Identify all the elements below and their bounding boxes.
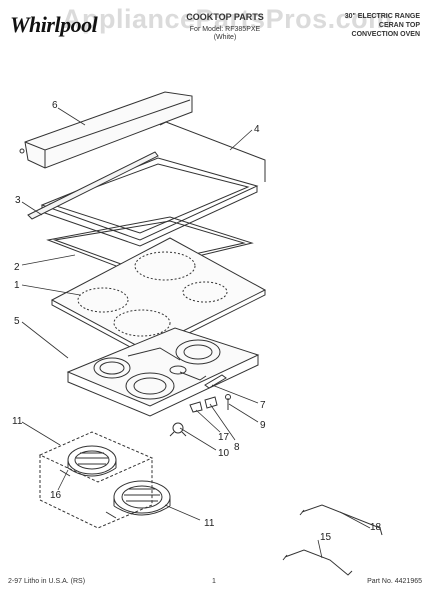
product-line-3: CONVECTION OVEN	[351, 31, 420, 38]
leader-9	[228, 403, 259, 423]
callout-11a: 11	[12, 416, 23, 427]
callout-17: 17	[218, 432, 230, 443]
part-6-rear-trim	[19, 91, 193, 169]
watermark-text: AppliancePartsPros.com	[62, 4, 393, 34]
model-info: For Model: RF385PXE (White)	[150, 26, 300, 42]
part-5-element-pan	[66, 327, 260, 417]
callout-8: 8	[234, 442, 240, 453]
leader-4	[229, 129, 253, 151]
leader-6	[57, 107, 86, 126]
footer-part-number: Part No. 4421965	[367, 578, 422, 585]
part-2-gasket	[46, 216, 254, 273]
part-15-lead-wire	[282, 549, 353, 576]
callout-16: 16	[50, 490, 62, 501]
leader-15	[317, 539, 323, 559]
leader-8	[209, 403, 236, 441]
model-line: For Model: RF385PXE	[189, 26, 261, 33]
callout-numbers: 6 4 3 2 1 5 7 9 8 17 10 11 16 11 18 15	[12, 100, 382, 543]
leader-11b	[164, 504, 201, 521]
part-7-connector	[204, 374, 227, 389]
leader-3	[21, 201, 43, 216]
leader-16	[57, 469, 69, 491]
part-11-radiant-element-small	[59, 445, 117, 477]
leader-18	[339, 511, 371, 529]
leader-5	[21, 321, 69, 359]
callout-10: 10	[218, 448, 230, 459]
leader-2	[21, 254, 76, 266]
leader-11a	[21, 421, 61, 446]
part-3-side-trim	[27, 151, 159, 220]
callout-15: 15	[320, 532, 332, 543]
part-10-sensor	[169, 422, 187, 437]
brand-logo: Whirlpool	[10, 12, 98, 37]
footer-page-number: 1	[212, 578, 216, 585]
callout-4: 4	[254, 124, 260, 135]
leader-7	[211, 384, 259, 404]
product-description: 30" ELECTRIC RANGE CERAN TOP CONVECTION …	[300, 12, 420, 39]
callout-18: 18	[370, 522, 382, 533]
callout-3: 3	[15, 195, 21, 206]
callout-9: 9	[260, 420, 266, 431]
footer-litho: 2-97 Litho in U.S.A. (RS)	[8, 578, 86, 585]
part-11-radiant-element-large	[105, 480, 171, 519]
part-18-lead-wire	[299, 504, 383, 536]
callout-1: 1	[14, 280, 20, 291]
product-line-2: CERAN TOP	[378, 22, 420, 29]
part-9-screw	[225, 394, 231, 410]
leader-lines	[21, 107, 371, 559]
leader-17	[195, 409, 221, 433]
callout-2: 2	[14, 262, 20, 273]
color-code: (White)	[213, 34, 237, 41]
callout-7: 7	[260, 400, 266, 411]
callout-6: 6	[52, 100, 58, 111]
callout-5: 5	[14, 316, 20, 327]
part-1-glass-top	[50, 237, 267, 356]
part-17-clip	[189, 401, 203, 413]
part-8-bracket	[204, 396, 218, 409]
leader-10	[179, 427, 217, 451]
callout-11b: 11	[204, 518, 215, 529]
page-title: COOKTOP PARTS	[186, 12, 264, 22]
leader-1	[21, 284, 81, 296]
product-line-1: 30" ELECTRIC RANGE	[344, 13, 420, 20]
